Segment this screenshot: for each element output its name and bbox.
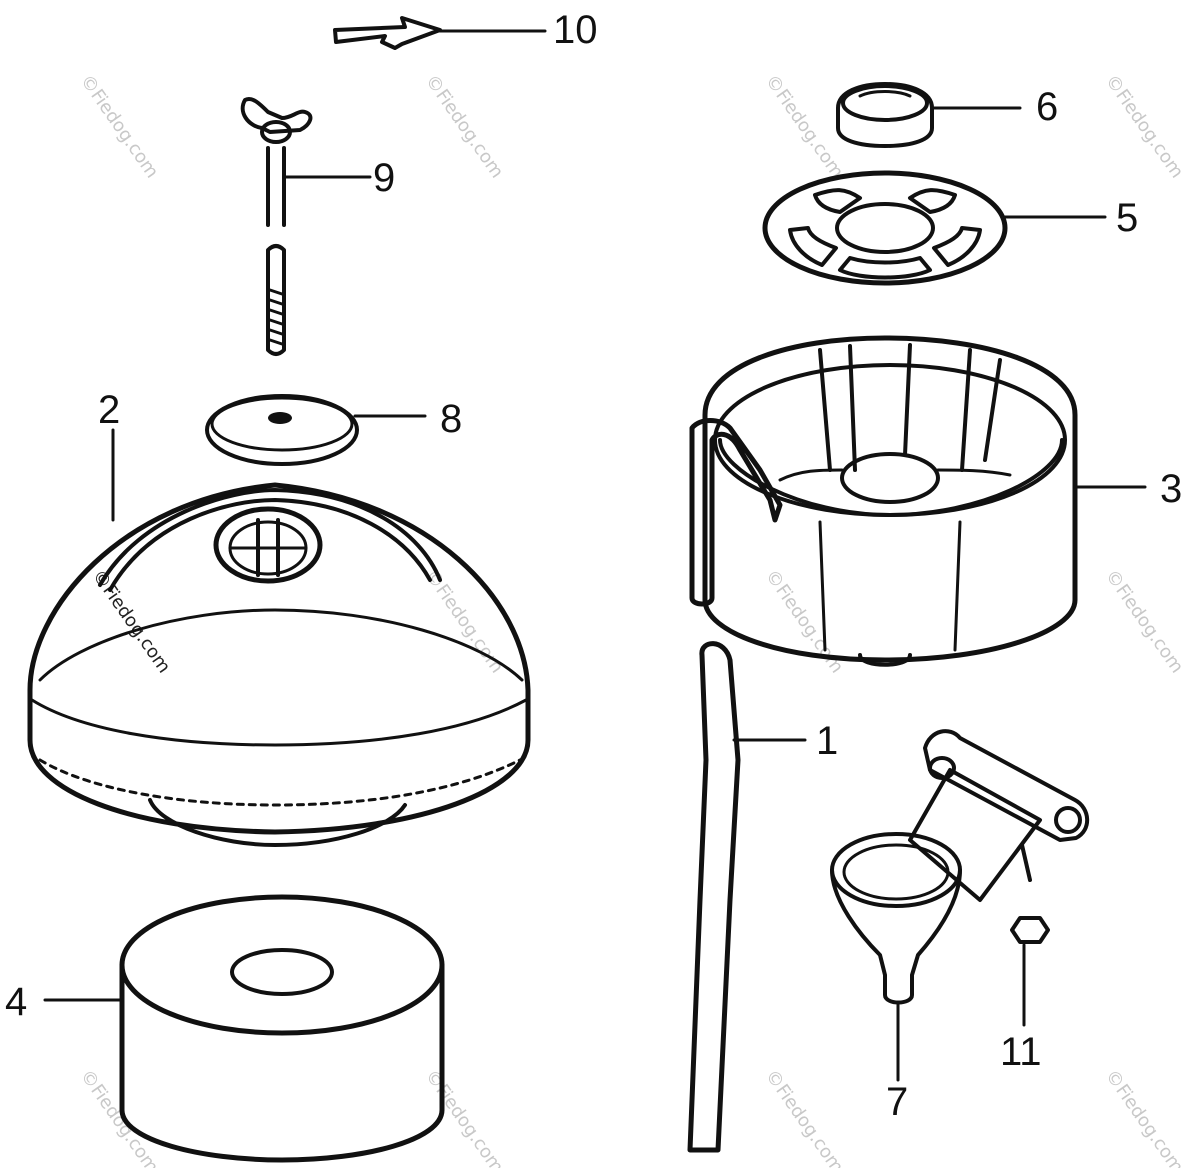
watermark: ©Fiedog.com: [1101, 1066, 1188, 1168]
washer: [205, 394, 427, 466]
watermark: ©Fiedog.com: [761, 1066, 848, 1168]
callout-7: 7: [886, 1080, 908, 1124]
callout-8: 8: [440, 397, 462, 441]
watermark: ©Fiedog.com: [761, 71, 848, 182]
watermark: ©Fiedog.com: [421, 1066, 508, 1168]
direction-arrow-icon: [333, 16, 547, 50]
callout-1: 1: [816, 719, 838, 763]
drain-cup: [830, 729, 1090, 1082]
wing-bolt: [240, 97, 372, 356]
callout-4: 4: [5, 980, 27, 1024]
callout-9: 9: [373, 156, 395, 200]
watermark: ©Fiedog.com: [1101, 71, 1188, 182]
drain-tube: [687, 641, 807, 1153]
cap: [836, 82, 1022, 148]
callout-11: 11: [1000, 1030, 1042, 1074]
watermark: ©Fiedog.com: [761, 566, 848, 677]
watermark: ©Fiedog.com: [421, 71, 508, 182]
watermarks: ©Fiedog.com ©Fiedog.com ©Fiedog.com ©Fie…: [76, 71, 1188, 1168]
air-cleaner-cover: [27, 428, 531, 847]
callout-10: 10: [553, 8, 598, 52]
foam-element: [43, 894, 445, 1163]
callout-6: 6: [1036, 85, 1058, 129]
watermark: ©Fiedog.com: [1101, 566, 1188, 677]
air-cleaner-case: [689, 335, 1147, 667]
watermark: ©Fiedog.com: [76, 1066, 163, 1168]
callout-3: 3: [1160, 467, 1182, 511]
callout-5: 5: [1116, 196, 1138, 240]
callout-labels: 10 9 8 2 4 6 5 3 1 7 11: [5, 8, 1182, 1124]
grid-plate: [762, 170, 1107, 286]
callout-2: 2: [98, 388, 120, 432]
watermark: ©Fiedog.com: [76, 71, 163, 182]
